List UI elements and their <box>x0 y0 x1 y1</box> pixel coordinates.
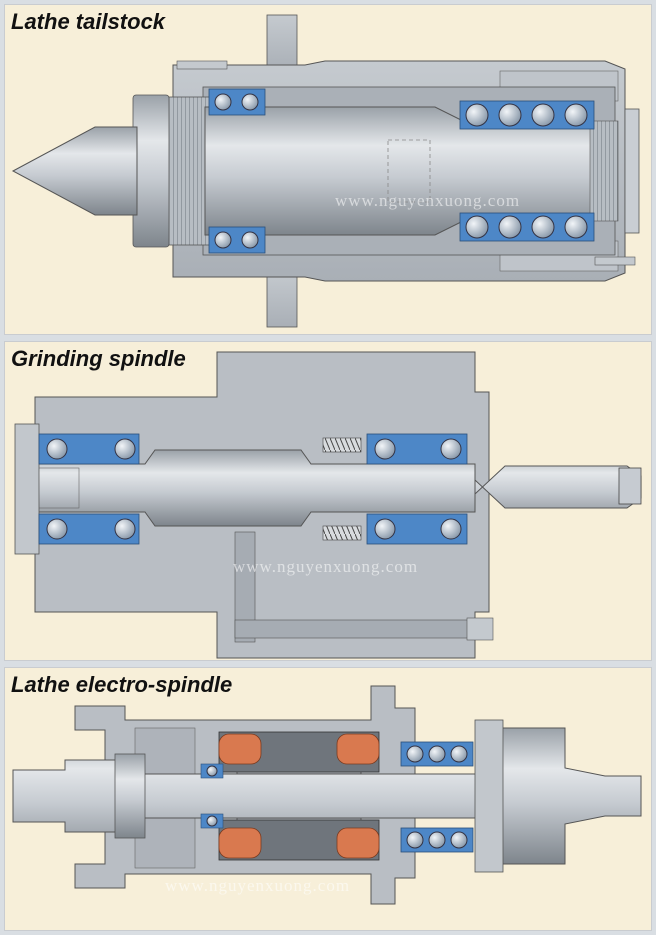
preload-springs <box>322 437 362 541</box>
housing-bolts <box>176 60 636 266</box>
front-bearing-top <box>208 88 266 116</box>
rear-bearings-bottom <box>459 212 595 242</box>
watermark: www.nguyenxuong.com <box>335 191 521 210</box>
motor-stator <box>218 731 380 861</box>
panel-title: Lathe electro-spindle <box>11 672 233 697</box>
panel-lathe-tailstock: Lathe tailstock <box>4 4 652 335</box>
bearings-top <box>38 433 468 465</box>
tailstock-drawing <box>11 14 640 328</box>
live-center <box>11 126 138 216</box>
thread-section <box>166 96 212 246</box>
watermark: www.nguyenxuong.com <box>233 557 419 576</box>
rear-bearings-top <box>459 100 595 130</box>
watermark: www.nguyenxuong.com <box>165 876 351 895</box>
panel-grinding-spindle: Grinding spindle <box>4 341 652 661</box>
rear-bearings <box>200 763 224 829</box>
electro-spindle-drawing <box>12 685 642 905</box>
panel-lathe-electro-spindle: Lathe electro-spindle <box>4 667 652 931</box>
panel-title: Grinding spindle <box>11 346 186 371</box>
front-bearing-bottom <box>208 226 266 254</box>
rear-end-cap <box>14 423 40 555</box>
grinding-spindle-drawing <box>14 351 642 659</box>
front-bearings <box>400 741 474 853</box>
panel-title: Lathe tailstock <box>11 9 166 34</box>
bearings-bottom <box>38 513 468 545</box>
locking-nut <box>132 94 170 248</box>
